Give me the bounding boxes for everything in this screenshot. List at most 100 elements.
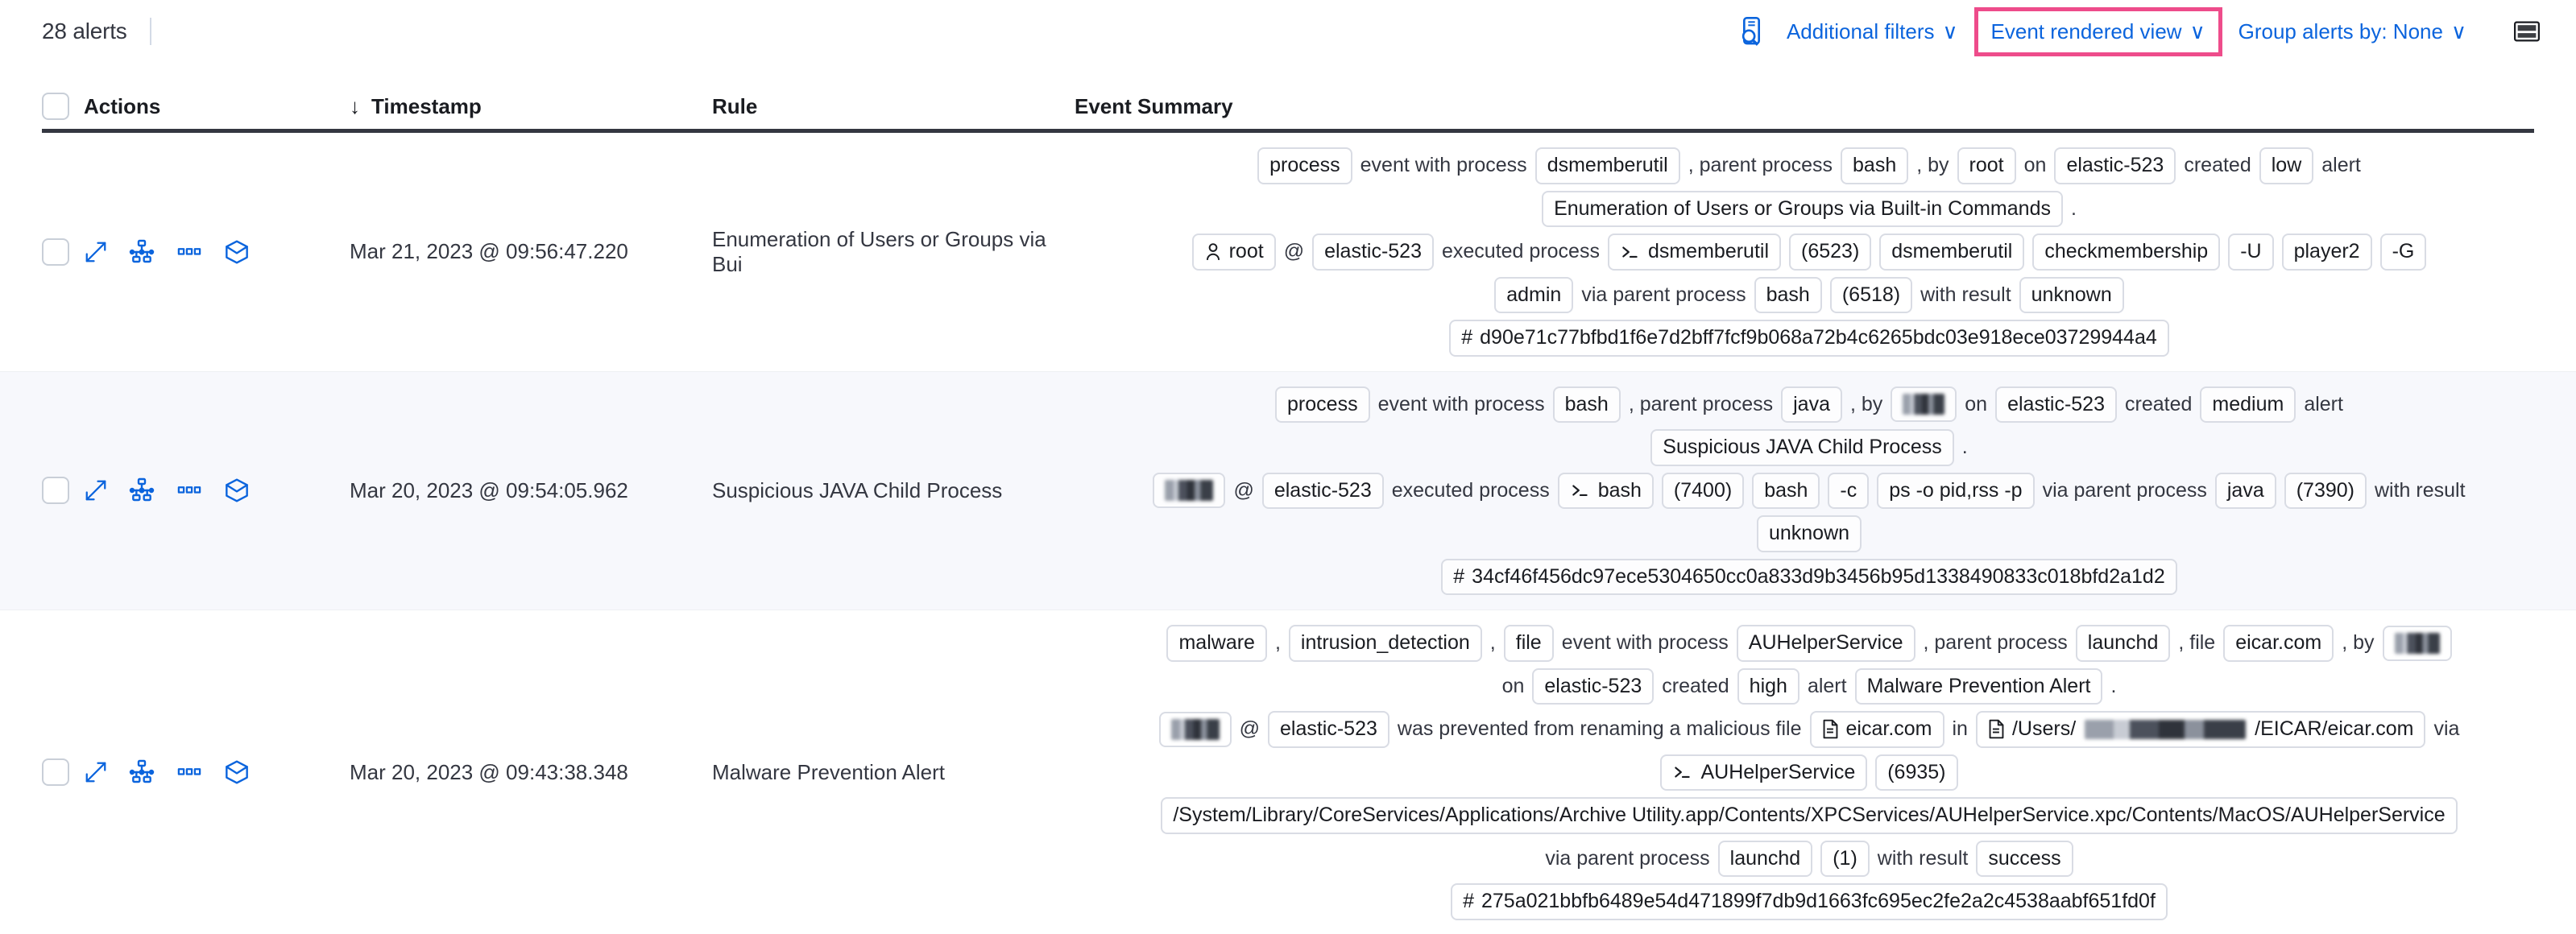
process-chip-label: bash (1597, 478, 1642, 502)
event-rendered-view-button[interactable]: Event rendered view ∨ (1986, 18, 2210, 46)
summary-chip[interactable]: -U (2228, 234, 2274, 271)
summary-chip[interactable]: player2 (2281, 234, 2372, 271)
summary-line: #d90e71c77bfbd1f6e7d2bff7fcf9b068a72b4c6… (1075, 320, 2544, 357)
summary-chip[interactable]: high (1737, 667, 1799, 705)
summary-chip[interactable]: dsmemberutil (1534, 147, 1680, 184)
summary-text: alert (2321, 154, 2361, 176)
row-checkbox-cell (42, 610, 84, 934)
summary-chip[interactable]: bash (1754, 276, 1822, 313)
column-header-event-summary[interactable]: Event Summary (1075, 93, 1233, 118)
keyboard-fullscreen-icon[interactable] (2505, 10, 2549, 53)
file-chip[interactable]: eicar.com (1809, 711, 1944, 748)
summary-chip[interactable]: (6518) (1829, 276, 1913, 313)
summary-chip[interactable]: elastic-523 (2054, 147, 2176, 184)
summary-chip[interactable]: (1) (1820, 840, 1870, 877)
redacted-user-chip[interactable] (1891, 386, 1957, 423)
summary-chip[interactable]: process (1257, 147, 1352, 184)
row-select-checkbox[interactable] (42, 238, 69, 266)
summary-chip[interactable]: (6523) (1789, 234, 1872, 271)
summary-chip[interactable]: unknown (2019, 276, 2124, 313)
row-rule-name[interactable]: Suspicious JAVA Child Process (712, 477, 1003, 502)
summary-chip[interactable]: Enumeration of Users or Groups via Built… (1542, 190, 2063, 227)
summary-chip[interactable]: launchd (1717, 840, 1813, 877)
expand-icon[interactable] (84, 760, 108, 784)
hash-chip[interactable]: #34cf46f456dc97ece5304650cc0a833d9b3456b… (1441, 558, 2177, 595)
redacted-user-chip[interactable] (2382, 625, 2452, 661)
summary-chip[interactable]: -G (2379, 234, 2427, 271)
analyzer-icon[interactable] (129, 239, 155, 265)
inspect-search-icon[interactable] (1732, 10, 1775, 53)
group-alerts-by-button[interactable]: Group alerts by: None ∨ (2227, 11, 2478, 52)
redacted-user-chip[interactable] (1153, 473, 1226, 509)
summary-chip[interactable]: Suspicious JAVA Child Process (1650, 429, 1954, 466)
analyzer-icon[interactable] (129, 477, 155, 503)
summary-chip[interactable]: root (1957, 147, 2016, 184)
session-view-icon[interactable] (224, 759, 250, 785)
summary-chip[interactable]: success (1976, 840, 2073, 877)
summary-chip[interactable]: checkmembership (2032, 234, 2221, 271)
summary-chip[interactable]: java (1781, 386, 1842, 423)
summary-chip[interactable]: admin (1494, 276, 1574, 313)
process-chip[interactable]: dsmemberutil (1607, 234, 1782, 271)
summary-chip[interactable]: intrusion_detection (1288, 625, 1482, 662)
additional-filters-button[interactable]: Additional filters ∨ (1775, 11, 1969, 52)
summary-chip[interactable]: eicar.com (2223, 625, 2334, 662)
summary-chip[interactable]: elastic-523 (1995, 386, 2117, 423)
summary-chip[interactable]: elastic-523 (1267, 711, 1389, 748)
summary-chip[interactable]: malware (1166, 625, 1267, 662)
summary-text: , parent process (1688, 154, 1833, 176)
analyzer-icon[interactable] (129, 759, 155, 785)
summary-chip[interactable]: dsmemberutil (1879, 234, 2025, 271)
summary-chip[interactable]: bash (1752, 472, 1820, 509)
summary-chip[interactable]: bash (1552, 386, 1621, 423)
more-actions-icon[interactable] (176, 240, 203, 264)
hash-chip[interactable]: #d90e71c77bfbd1f6e7d2bff7fcf9b068a72b4c6… (1449, 320, 2169, 357)
row-rule-name[interactable]: Enumeration of Users or Groups via Bui (712, 226, 1046, 276)
summary-chip[interactable]: unknown (1756, 515, 1862, 552)
select-all-checkbox[interactable] (42, 93, 69, 120)
summary-chip[interactable]: -c (1828, 472, 1870, 509)
row-rule-name[interactable]: Malware Prevention Alert (712, 759, 946, 784)
summary-chip[interactable]: (7390) (2284, 472, 2367, 509)
expand-icon[interactable] (84, 478, 108, 502)
summary-chip[interactable]: /System/Library/CoreServices/Application… (1161, 797, 2458, 834)
column-header-timestamp[interactable]: ↓ Timestamp (350, 94, 712, 119)
select-all-checkbox-cell (42, 93, 84, 120)
summary-chip[interactable]: elastic-523 (1312, 234, 1434, 271)
file-path-prefix: /Users/ (2011, 717, 2077, 740)
more-actions-icon[interactable] (176, 478, 203, 502)
summary-chip[interactable]: (6935) (1875, 754, 1958, 791)
summary-chip[interactable]: medium (2200, 386, 2296, 423)
summary-chip[interactable]: launchd (2075, 625, 2171, 662)
session-view-icon[interactable] (224, 477, 250, 503)
summary-chip[interactable]: (7400) (1661, 472, 1745, 509)
summary-chip[interactable]: Malware Prevention Alert (1854, 667, 2103, 705)
summary-chip[interactable]: elastic-523 (1261, 472, 1384, 509)
redacted-user-chip[interactable] (1158, 711, 1232, 747)
hash-icon: # (1461, 326, 1473, 349)
summary-chip[interactable]: ps -o pid,rss -p (1877, 472, 2035, 509)
summary-chip[interactable]: bash (1841, 147, 1909, 184)
row-select-checkbox[interactable] (42, 477, 69, 505)
session-view-icon[interactable] (224, 239, 250, 265)
summary-chip[interactable]: AUHelperService (1736, 625, 1915, 662)
user-chip[interactable]: root (1191, 234, 1276, 271)
summary-chip[interactable]: file (1503, 625, 1554, 662)
expand-icon[interactable] (84, 240, 108, 264)
hash-chip[interactable]: #275a021bbfb6489e54d471899f7db9d1663fc69… (1451, 883, 2168, 920)
redacted-file-path-chip[interactable]: /Users//EICAR/eicar.com (1975, 711, 2426, 748)
row-select-checkbox[interactable] (42, 758, 69, 787)
column-header-rule[interactable]: Rule (712, 93, 758, 118)
more-actions-icon[interactable] (176, 760, 203, 784)
column-header-actions[interactable]: Actions (84, 93, 161, 118)
summary-chip[interactable]: process (1275, 386, 1370, 423)
summary-chip[interactable]: elastic-523 (1532, 667, 1655, 705)
process-chip[interactable]: AUHelperService (1660, 754, 1868, 791)
summary-chip[interactable]: java (2214, 472, 2276, 509)
summary-chip[interactable]: low (2259, 147, 2314, 184)
process-chip[interactable]: bash (1557, 472, 1654, 509)
